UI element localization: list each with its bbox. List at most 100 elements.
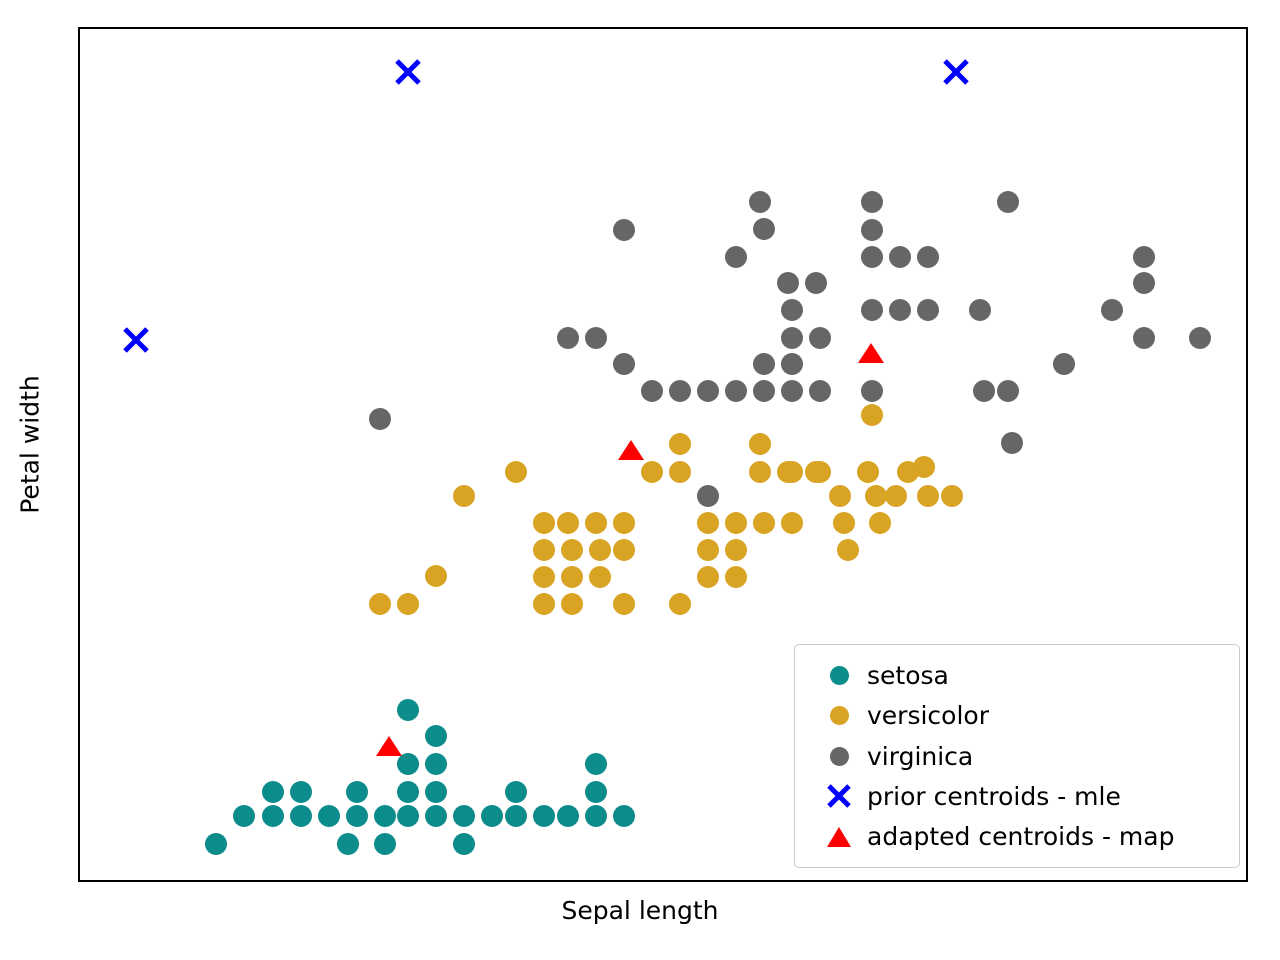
data-point — [697, 539, 719, 561]
data-point — [861, 191, 883, 213]
data-point — [585, 753, 607, 775]
legend-marker-circle-icon — [811, 706, 867, 726]
data-point — [753, 512, 775, 534]
data-point — [533, 593, 555, 615]
series-versicolor — [369, 404, 963, 615]
data-point — [809, 461, 831, 483]
data-point — [505, 781, 527, 803]
series-setosa — [205, 699, 635, 855]
data-point — [397, 781, 419, 803]
data-point — [1001, 432, 1023, 454]
legend-marker-x-icon — [811, 781, 867, 811]
data-point — [618, 440, 644, 460]
data-point — [861, 246, 883, 268]
data-point — [943, 59, 969, 85]
data-point — [613, 593, 635, 615]
data-point — [1133, 246, 1155, 268]
data-point — [725, 512, 747, 534]
data-point — [533, 512, 555, 534]
data-point — [397, 805, 419, 827]
data-point — [889, 246, 911, 268]
data-point — [397, 593, 419, 615]
data-point — [781, 380, 803, 402]
data-point — [1133, 272, 1155, 294]
data-point — [777, 272, 799, 294]
data-point — [589, 566, 611, 588]
data-point — [425, 781, 447, 803]
data-point — [369, 593, 391, 615]
data-point — [589, 539, 611, 561]
data-point — [861, 380, 883, 402]
data-point — [641, 380, 663, 402]
data-point — [374, 833, 396, 855]
data-point — [376, 736, 402, 756]
legend-item-prior-centroids: prior centroids - mle — [811, 776, 1225, 816]
data-point — [561, 566, 583, 588]
data-point — [857, 461, 879, 483]
data-point — [861, 299, 883, 321]
data-point — [505, 805, 527, 827]
data-point — [697, 485, 719, 507]
data-point — [346, 781, 368, 803]
data-point — [585, 805, 607, 827]
data-point — [557, 327, 579, 349]
data-point — [749, 433, 771, 455]
data-point — [585, 512, 607, 534]
data-point — [833, 512, 855, 534]
data-point — [533, 566, 555, 588]
data-point — [941, 485, 963, 507]
data-point — [557, 805, 579, 827]
legend-item-versicolor: versicolor — [811, 695, 1225, 735]
x-axis-label: Sepal length — [561, 896, 719, 925]
data-point — [481, 805, 503, 827]
data-point — [290, 805, 312, 827]
data-point — [346, 805, 368, 827]
data-point — [749, 191, 771, 213]
data-point — [889, 299, 911, 321]
data-point — [997, 380, 1019, 402]
data-point — [725, 380, 747, 402]
data-point — [753, 218, 775, 240]
data-point — [669, 461, 691, 483]
data-point — [781, 512, 803, 534]
legend-item-virginica: virginica — [811, 736, 1225, 776]
chart-legend: setosa versicolor virginica prior centro… — [794, 644, 1240, 868]
data-point — [369, 408, 391, 430]
y-axis-label: Petal width — [15, 375, 45, 514]
data-point — [233, 805, 255, 827]
data-point — [425, 805, 447, 827]
data-point — [561, 593, 583, 615]
data-point — [865, 485, 887, 507]
data-point — [725, 539, 747, 561]
data-point — [505, 461, 527, 483]
data-point — [585, 781, 607, 803]
data-point — [753, 353, 775, 375]
data-point — [725, 246, 747, 268]
legend-marker-circle-icon — [811, 746, 867, 766]
data-point — [290, 781, 312, 803]
data-point — [917, 299, 939, 321]
data-point — [725, 566, 747, 588]
data-point — [749, 461, 771, 483]
data-point — [805, 272, 827, 294]
legend-label: setosa — [867, 660, 949, 690]
legend-label: virginica — [867, 741, 974, 771]
data-point — [425, 565, 447, 587]
data-point — [973, 380, 995, 402]
legend-label: prior centroids - mle — [867, 781, 1121, 811]
data-point — [533, 805, 555, 827]
data-point — [425, 753, 447, 775]
data-point — [613, 539, 635, 561]
data-point — [829, 485, 851, 507]
data-point — [869, 512, 891, 534]
data-point — [561, 539, 583, 561]
data-point — [917, 485, 939, 507]
data-point — [913, 456, 935, 478]
data-point — [1101, 299, 1123, 321]
legend-marker-triangle-icon — [811, 823, 867, 851]
data-point — [318, 805, 340, 827]
legend-item-setosa: setosa — [811, 655, 1225, 695]
data-point — [969, 299, 991, 321]
legend-item-adapted-centroids: adapted centroids - map — [811, 817, 1225, 857]
